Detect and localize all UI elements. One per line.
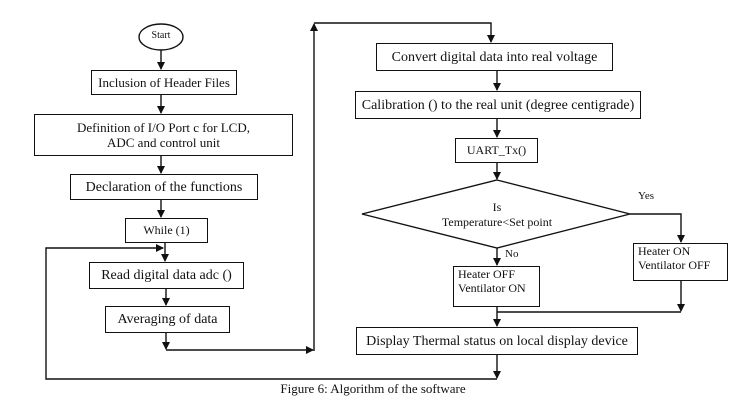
yes-action-line-2: Ventilator OFF xyxy=(638,258,711,272)
yes-action-line-1: Heater ON xyxy=(638,244,691,258)
while-loop-box: While (1) xyxy=(125,218,208,243)
include-headers-box: Inclusion of Header Files xyxy=(91,70,237,95)
decision-text: Is Temperature<Set point xyxy=(420,200,574,230)
averaging-box: Averaging of data xyxy=(105,306,230,333)
define-io-box: Definition of I/O Port c for LCD, ADC an… xyxy=(34,114,293,156)
yes-action-box: Heater ON Ventilator OFF xyxy=(633,243,728,281)
uart-tx-box: UART_Tx() xyxy=(455,138,538,163)
connector-yes-branch xyxy=(630,213,685,243)
yes-label: Yes xyxy=(638,190,655,202)
display-status-box: Display Thermal status on local display … xyxy=(356,327,638,355)
no-action-box: Heater OFF Ventilator ON xyxy=(453,266,540,307)
no-label: No xyxy=(505,248,519,260)
calibration-box: Calibration () to the real unit (degree … xyxy=(355,91,641,119)
decision-line-2: Temperature<Set point xyxy=(441,215,553,229)
convert-voltage-box: Convert digital data into real voltage xyxy=(376,43,613,71)
decision-line-1: Is xyxy=(492,200,502,214)
read-adc-box: Read digital data adc () xyxy=(89,262,244,289)
connector-top-to-convert xyxy=(314,22,495,43)
connector-loop-back xyxy=(45,244,497,380)
no-action-line-1: Heater OFF xyxy=(458,267,515,281)
no-action-line-2: Ventilator ON xyxy=(458,281,526,295)
declare-functions-box: Declaration of the functions xyxy=(70,174,258,200)
figure-caption: Figure 6: Algorithm of the software xyxy=(280,381,466,396)
start-label: Start xyxy=(151,30,171,41)
